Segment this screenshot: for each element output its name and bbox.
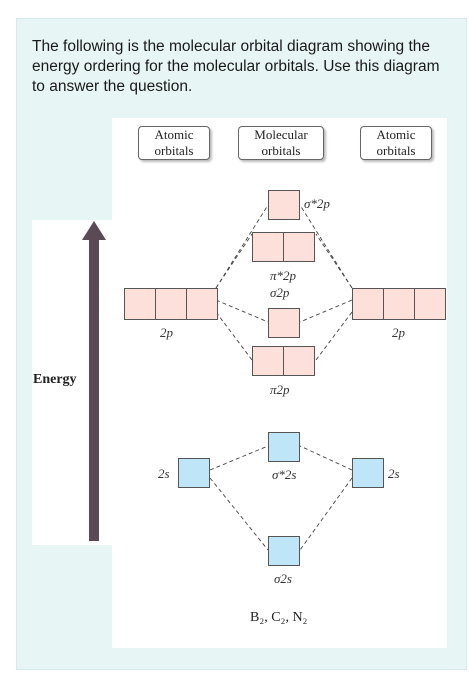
header-line: Atomic: [376, 127, 416, 142]
connector-line: [315, 311, 353, 361]
molecule-formula-label: B₂, C₂, N₂: [250, 610, 308, 625]
orbital-box-left-2p: [186, 288, 218, 320]
label-sigma-star-2p: σ*2p: [304, 196, 330, 211]
orbital-box-sigma-star-2s: [268, 432, 300, 462]
label-left-2p: 2p: [160, 325, 173, 340]
header-line: orbitals: [154, 143, 194, 158]
orbital-box-left-2p: [155, 288, 187, 320]
header-atomic-orbitals-right: Atomic orbitals: [360, 126, 432, 160]
label-sigma-2s: σ2s: [274, 571, 292, 586]
label-pi-star-2p: π*2p: [270, 268, 297, 283]
header-line: Atomic: [154, 127, 194, 142]
header-molecular-orbitals: Molecular orbitals: [238, 126, 324, 160]
energy-axis-label: Energy: [33, 372, 77, 387]
connector-line: [299, 204, 353, 289]
orbital-box-right-2p: [414, 288, 446, 320]
orbital-box-pi-2p: [283, 346, 315, 376]
header-line: orbitals: [261, 143, 301, 158]
orbital-box-right-2p: [352, 288, 384, 320]
orbital-box-right-2s: [352, 458, 384, 488]
orbital-box-pi-star-2p: [252, 232, 284, 262]
connector-line: [215, 299, 269, 323]
connector-line: [315, 233, 353, 289]
orbital-box-left-2s: [178, 458, 210, 488]
orbital-box-sigma-star-2p: [268, 190, 300, 220]
orbital-box-sigma-2p: [268, 308, 300, 338]
connector-line: [215, 311, 253, 361]
orbital-box-pi-star-2p: [283, 232, 315, 262]
header-line: orbitals: [376, 143, 416, 158]
connector-line: [209, 477, 269, 551]
label-right-2s: 2s: [388, 466, 400, 481]
question-text: The following is the molecular orbital d…: [32, 38, 440, 95]
label-sigma-2p: σ2p: [270, 285, 290, 300]
connector-line: [209, 445, 269, 471]
connector-line: [215, 204, 269, 289]
connector-line: [299, 299, 353, 323]
header-line: Molecular: [254, 127, 308, 142]
label-pi-2p: π2p: [270, 382, 290, 397]
connector-line: [299, 477, 353, 551]
label-left-2s: 2s: [158, 466, 170, 481]
connector-line: [215, 233, 253, 289]
energy-arrow-head: [82, 221, 106, 240]
orbital-box-pi-2p: [252, 346, 284, 376]
label-right-2p: 2p: [392, 325, 405, 340]
label-sigma-star-2s: σ*2s: [272, 467, 297, 482]
connector-line: [299, 445, 353, 471]
energy-arrow-shaft: [89, 236, 99, 541]
orbital-box-sigma-2s: [268, 536, 300, 566]
orbital-box-right-2p: [383, 288, 415, 320]
orbital-box-left-2p: [124, 288, 156, 320]
header-atomic-orbitals-left: Atomic orbitals: [138, 126, 210, 160]
